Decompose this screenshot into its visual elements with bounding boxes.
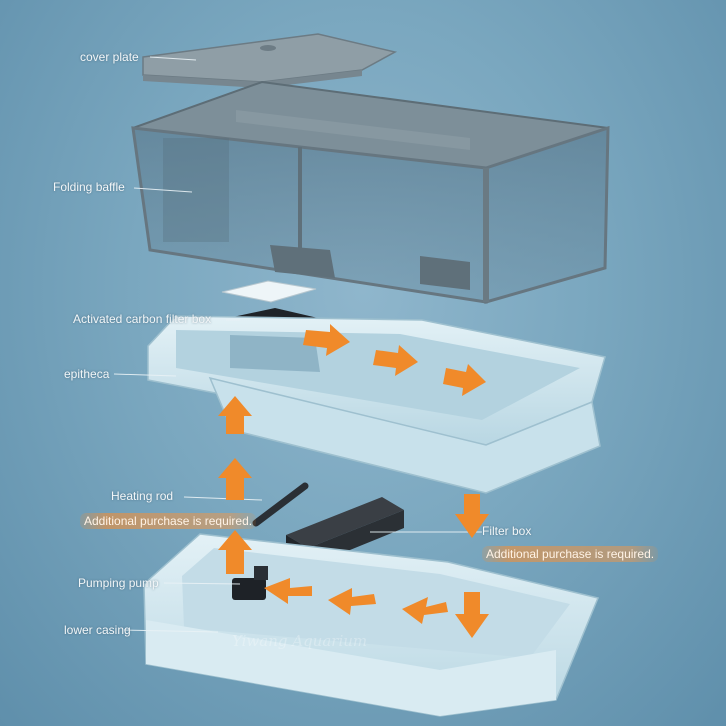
upper-tray [147, 315, 606, 494]
arrow-right-3 [443, 364, 486, 396]
note-filter-box: Additional purchase is required. [482, 546, 659, 562]
arrow-up-3 [218, 530, 252, 574]
arrow-left-2 [328, 588, 376, 615]
label-folding-baffle: Folding baffle [53, 180, 125, 194]
label-cover-plate: cover plate [80, 50, 139, 64]
leader-lines [113, 56, 482, 633]
arrow-right-1 [303, 324, 350, 356]
arrow-left-1 [402, 597, 448, 624]
arrow-up-1 [218, 396, 252, 434]
label-epitheca: epitheca [64, 367, 110, 381]
pumping-pump [232, 566, 268, 600]
label-heating-rod: Heating rod [111, 489, 174, 503]
note-heating-rod: Additional purchase is required. [80, 513, 257, 529]
arrow-right-2 [373, 345, 418, 376]
arrow-down-2 [455, 592, 489, 638]
watermark: Yiwang Aquarium [232, 632, 368, 650]
label-lower-casing: lower casing [64, 623, 131, 637]
flow-arrows [218, 324, 489, 638]
label-pumping-pump: Pumping pump [78, 576, 159, 590]
arrow-up-2 [218, 458, 252, 500]
cover-plate [142, 33, 398, 88]
glass-tank [131, 80, 610, 304]
arrow-down-1 [455, 494, 489, 538]
heating-rod [252, 482, 309, 527]
label-carbon-filter-box: Activated carbon filter box [73, 312, 212, 326]
label-filter-box: Filter box [482, 524, 532, 538]
arrow-left-3 [264, 578, 312, 604]
